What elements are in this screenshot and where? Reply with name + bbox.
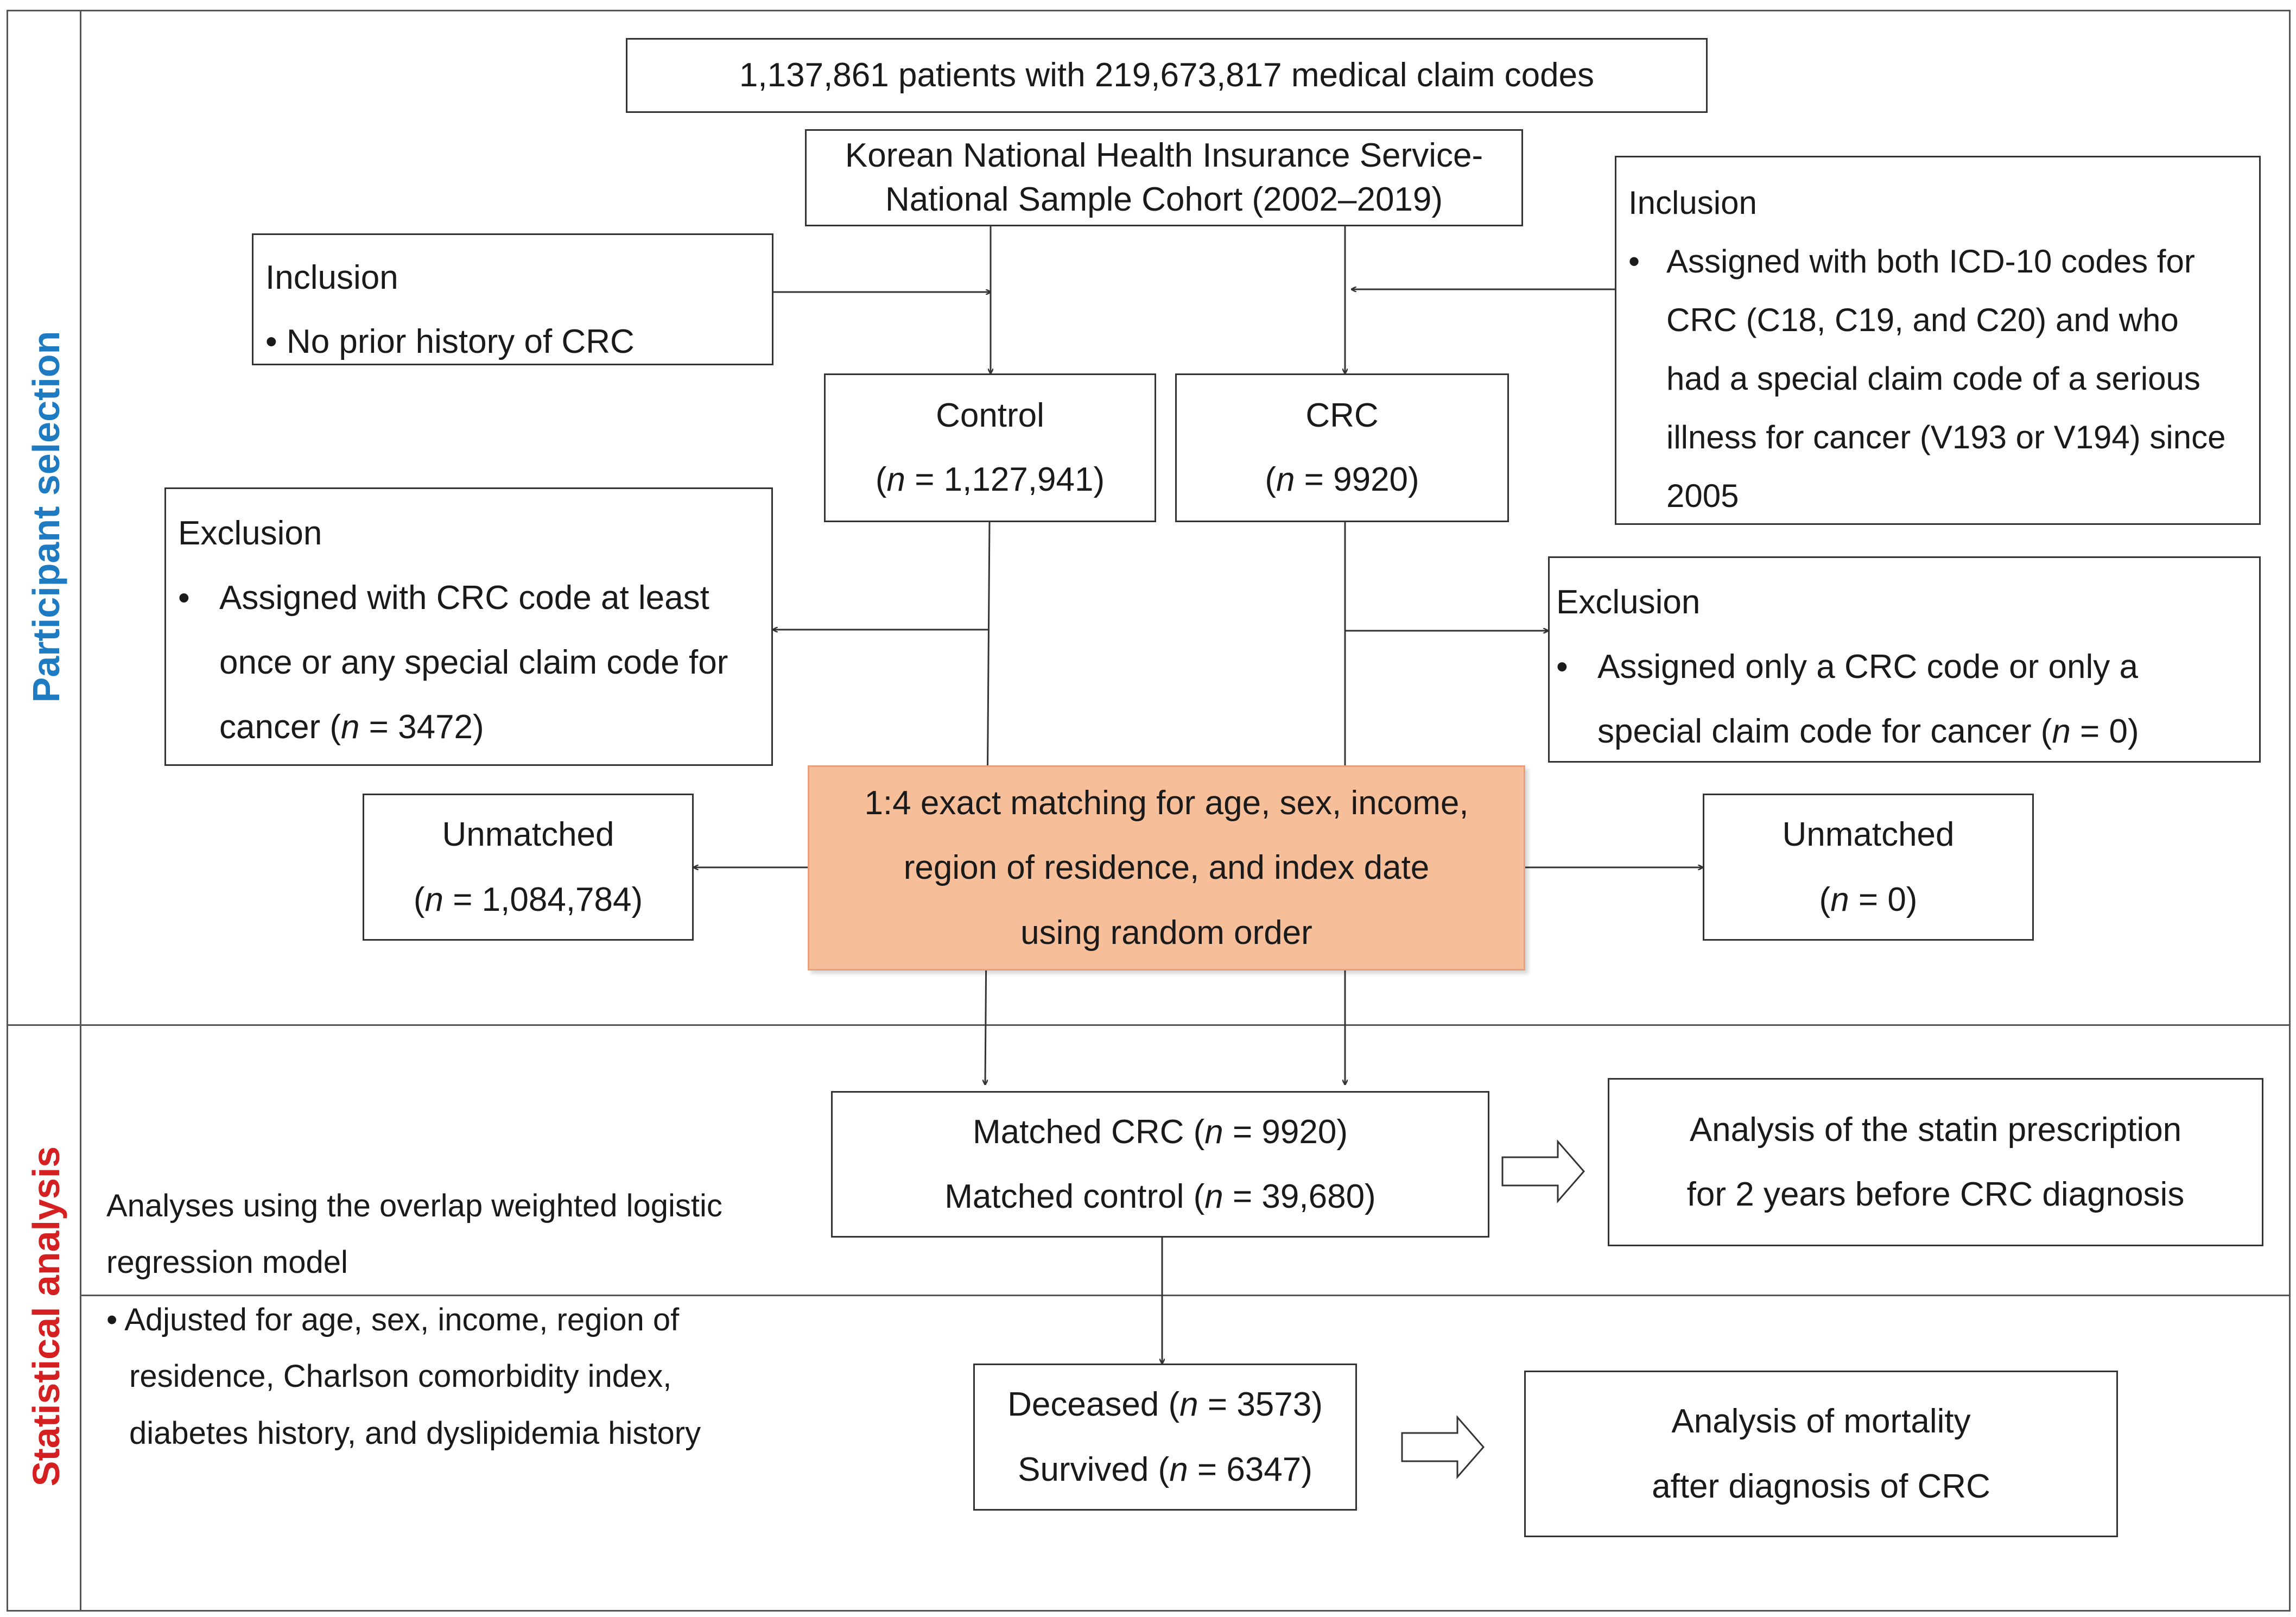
inclusion-right-bullet: • Assigned with both ICD-10 codes for CR… bbox=[1628, 232, 2247, 525]
unmatched-left-box: Unmatched (n = 1,084,784) bbox=[363, 794, 694, 941]
statistical-analysis-frame bbox=[7, 1024, 2291, 1612]
matching-box: 1:4 exact matching for age, sex, income,… bbox=[808, 765, 1525, 971]
stats-model-line1: Analyses using the overlap weighted logi… bbox=[106, 1188, 722, 1223]
exclusion-left-bullet: • Assigned with CRC code at least once o… bbox=[178, 566, 759, 759]
stats-model-text: Analyses using the overlap weighted logi… bbox=[106, 1178, 812, 1291]
exclusion-left-line3: cancer (n = 3472) bbox=[219, 708, 484, 746]
matching-line3: using random order bbox=[1020, 914, 1312, 952]
inclusion-left-title: Inclusion bbox=[265, 259, 398, 296]
stats-model-line2: regression model bbox=[106, 1245, 348, 1280]
exclusion-left-line2: once or any special claim code for bbox=[219, 644, 728, 682]
inclusion-right-line1: Assigned with both ICD-10 codes for bbox=[1666, 243, 2195, 280]
analysis-statin-line2: for 2 years before CRC diagnosis bbox=[1686, 1176, 2185, 1213]
block-arrow-statin bbox=[1501, 1139, 1585, 1203]
stats-adjusted-line1: • Adjusted for age, sex, income, region … bbox=[106, 1302, 680, 1337]
control-box: Control (n = 1,127,941) bbox=[824, 373, 1156, 522]
crc-box: CRC (n = 9920) bbox=[1175, 373, 1509, 522]
deceased-line: Deceased (n = 3573) bbox=[1007, 1386, 1323, 1424]
inclusion-right-line2: CRC (C18, C19, and C20) and who bbox=[1666, 302, 2179, 338]
inclusion-left-bullet: • No prior history of CRC bbox=[265, 322, 635, 360]
analysis-statin-box: Analysis of the statin prescription for … bbox=[1608, 1078, 2263, 1246]
inclusion-right-line3: had a special claim code of a serious bbox=[1666, 360, 2200, 397]
analysis-mortality-line2: after diagnosis of CRC bbox=[1652, 1467, 1990, 1505]
inclusion-right-title: Inclusion bbox=[1628, 185, 1757, 221]
outcome-box: Deceased (n = 3573) Survived (n = 6347) bbox=[973, 1364, 1357, 1511]
matched-control-line: Matched control (n = 39,680) bbox=[944, 1178, 1376, 1215]
matching-line2: region of residence, and index date bbox=[903, 849, 1430, 887]
exclusion-right-bullet-mark: • bbox=[1556, 648, 1568, 686]
exclusion-left-line1: Assigned with CRC code at least bbox=[219, 579, 709, 617]
matching-line1: 1:4 exact matching for age, sex, income, bbox=[864, 784, 1469, 822]
cohort-line2: National Sample Cohort (2002–2019) bbox=[885, 180, 1443, 218]
matched-box: Matched CRC (n = 9920) Matched control (… bbox=[831, 1091, 1489, 1238]
exclusion-right-line1: Assigned only a CRC code or only a bbox=[1597, 648, 2138, 686]
analysis-mortality-box: Analysis of mortality after diagnosis of… bbox=[1524, 1371, 2118, 1537]
unmatched-right-box: Unmatched (n = 0) bbox=[1703, 794, 2034, 941]
exclusion-left-title: Exclusion bbox=[178, 515, 322, 552]
unmatched-right-count: (n = 0) bbox=[1819, 880, 1918, 918]
label-column-divider bbox=[80, 10, 81, 1612]
analysis-statin-line1: Analysis of the statin prescription bbox=[1689, 1111, 2182, 1149]
survived-line: Survived (n = 6347) bbox=[1018, 1450, 1312, 1488]
inclusion-right-line5: 2005 bbox=[1666, 478, 1739, 514]
exclusion-right-bullet: • Assigned only a CRC code or only a spe… bbox=[1556, 635, 2253, 764]
total-patients-text: 1,137,861 patients with 219,673,817 medi… bbox=[739, 56, 1595, 94]
stats-adjusted-line2: residence, Charlson comorbidity index, bbox=[129, 1359, 672, 1394]
stats-adjusted-line3: diabetes history, and dyslipidemia histo… bbox=[129, 1415, 701, 1451]
exclusion-left-bullet-mark: • bbox=[178, 579, 190, 617]
inclusion-right-line4: illness for cancer (V193 or V194) since bbox=[1666, 419, 2226, 455]
control-count: (n = 1,127,941) bbox=[875, 461, 1105, 498]
crc-count: (n = 9920) bbox=[1265, 461, 1419, 498]
unmatched-right-title: Unmatched bbox=[1782, 816, 1955, 854]
crc-title: CRC bbox=[1305, 397, 1379, 435]
exclusion-right-line2: special claim code for cancer (n = 0) bbox=[1597, 713, 2139, 751]
stats-adjusted-text: • Adjusted for age, sex, income, region … bbox=[106, 1292, 812, 1462]
exclusion-left-box: Exclusion • Assigned with CRC code at le… bbox=[164, 487, 773, 766]
cohort-box: Korean National Health Insurance Service… bbox=[805, 129, 1523, 226]
block-arrow-mortality bbox=[1401, 1415, 1485, 1479]
unmatched-left-count: (n = 1,084,784) bbox=[413, 880, 643, 918]
inclusion-left-box: Inclusion • No prior history of CRC bbox=[252, 233, 773, 365]
total-patients-box: 1,137,861 patients with 219,673,817 medi… bbox=[626, 38, 1708, 113]
cohort-line1: Korean National Health Insurance Service… bbox=[845, 136, 1483, 174]
unmatched-left-title: Unmatched bbox=[442, 816, 614, 854]
inclusion-right-box: Inclusion • Assigned with both ICD-10 co… bbox=[1615, 156, 2261, 525]
inclusion-right-bullet-mark: • bbox=[1628, 243, 1640, 280]
stats-row-divider bbox=[80, 1295, 2291, 1296]
matched-crc-line: Matched CRC (n = 9920) bbox=[973, 1113, 1348, 1151]
exclusion-right-title: Exclusion bbox=[1556, 584, 1701, 621]
control-title: Control bbox=[936, 397, 1044, 435]
analysis-mortality-line1: Analysis of mortality bbox=[1671, 1403, 1971, 1441]
exclusion-right-box: Exclusion • Assigned only a CRC code or … bbox=[1548, 556, 2261, 763]
